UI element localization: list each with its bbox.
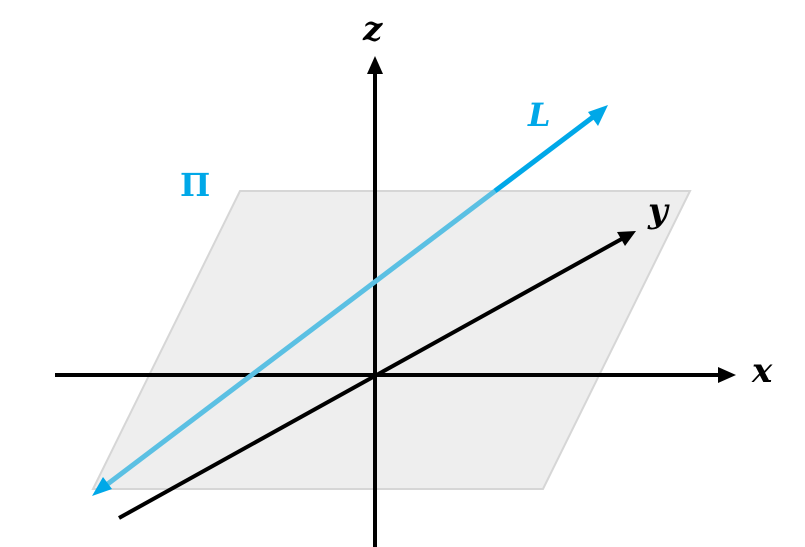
x-axis-label: x [751, 351, 773, 391]
y-axis-arrowhead [617, 231, 636, 246]
line-l-arrowhead-bottom [92, 477, 112, 496]
line-l-in-plane [99, 189, 497, 491]
y-axis [118, 234, 628, 520]
x-axis-arrowhead [718, 367, 736, 383]
line-l-label: L [527, 96, 551, 134]
y-axis-label: y [647, 191, 670, 231]
z-axis-arrowhead [367, 56, 383, 74]
line-l-arrowhead-top [588, 105, 608, 126]
line-l-outside-plane [493, 112, 599, 193]
plane-label: Π [180, 166, 210, 204]
z-axis-label: z [362, 9, 383, 49]
plane [91, 190, 692, 490]
